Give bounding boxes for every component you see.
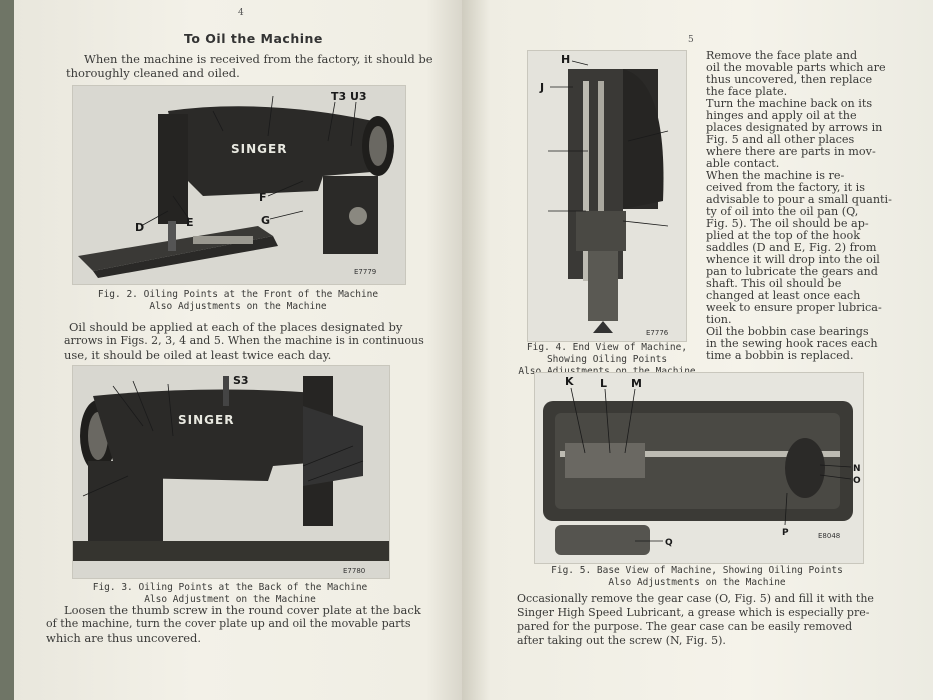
- fig3-photo: SINGER S3 E7780: [72, 365, 390, 579]
- caption-line: Fig. 4. End View of Machine,: [526, 342, 688, 353]
- column-line: time a bobbin is replaced.: [706, 349, 854, 362]
- column-line: hinges and apply oil at the: [706, 109, 857, 122]
- label-l: L: [600, 377, 607, 390]
- intro-line: thoroughly cleaned and oiled.: [66, 66, 240, 80]
- label-k: K: [565, 375, 574, 388]
- label-j: J: [539, 81, 544, 94]
- page-number-5: 5: [688, 35, 694, 45]
- fig2-caption: Fig. 2. Oiling Points at the Front of th…: [72, 289, 404, 313]
- fig2-code: E7779: [354, 268, 376, 276]
- label-f: F: [259, 191, 267, 204]
- caption-line: Showing Oiling Points: [546, 354, 668, 365]
- fig4-photo: H J E7776: [527, 50, 687, 342]
- fig5-code: E8048: [818, 532, 840, 540]
- column-line: thus uncovered, then replace: [706, 73, 873, 86]
- fig2-photo: SINGER T3 U3 F G D E E7779: [72, 85, 406, 285]
- fig5-photo: K L M N O P Q E8048: [534, 372, 864, 564]
- label-h: H: [561, 53, 570, 66]
- caption-line: Also Adjustments on the Machine: [518, 366, 695, 377]
- column-line: changed at least once each: [706, 289, 861, 302]
- text-line: Singer High Speed Lubricant, a grease wh…: [517, 606, 870, 619]
- text-line: Occasionally remove the gear case (O, Fi…: [517, 592, 874, 605]
- column-line: the face plate.: [706, 85, 788, 98]
- column-line: able contact.: [706, 157, 780, 170]
- label-d: D: [135, 221, 144, 234]
- column-line: in the sewing hook races each: [706, 337, 878, 350]
- column-line: plied at the top of the hook: [706, 229, 860, 242]
- text-line: use, it should be oiled at least twice e…: [64, 348, 332, 362]
- column-line: whence it will drop into the oil: [706, 253, 880, 266]
- column-line: Remove the face plate and: [706, 49, 858, 62]
- label-s3: S3: [233, 374, 249, 387]
- page-title: To Oil the Machine: [184, 31, 323, 46]
- fig3-caption: Fig. 3. Oiling Points at the Back of the…: [72, 582, 388, 606]
- caption-line: Also Adjustments on the Machine: [608, 577, 786, 588]
- text-line: Loosen the thumb screw in the round cove…: [64, 603, 421, 617]
- fig3-code: E7780: [343, 567, 365, 575]
- label-e: E: [186, 216, 194, 229]
- label-m: M: [631, 377, 642, 390]
- column-line: Turn the machine back on its: [706, 97, 873, 110]
- column-line: ceived from the factory, it is: [706, 181, 865, 194]
- column-line: week to ensure proper lubrica-: [706, 301, 882, 314]
- text-line: arrows in Figs. 2, 3, 4 and 5. When the …: [64, 334, 424, 347]
- label-q: Q: [665, 538, 673, 548]
- intro-line: When the machine is received from the fa…: [84, 52, 433, 66]
- text-line: of the machine, turn the cover plate up …: [46, 617, 411, 630]
- label-g: G: [261, 214, 270, 227]
- column-line: saddles (D and E, Fig. 2) from: [706, 241, 877, 254]
- column-line: advisable to pour a small quanti-: [706, 193, 892, 206]
- label-n: N: [853, 464, 861, 474]
- caption-line: Also Adjustments on the Machine: [149, 301, 327, 312]
- fig2-brand: SINGER: [231, 142, 287, 156]
- caption-line: Fig. 3. Oiling Points at the Back of the…: [92, 582, 368, 593]
- column-line: where there are parts in mov-: [706, 145, 876, 158]
- label-t3: T3: [331, 90, 346, 103]
- right-page: 5 H J E7776 Fig. 4. End View of Machine,…: [462, 0, 933, 700]
- caption-line: Fig. 5. Base View of Machine, Showing Oi…: [551, 565, 843, 576]
- fig4-code: E7776: [646, 329, 669, 337]
- fig4-caption: Fig. 4. End View of Machine, Showing Oil…: [517, 342, 697, 378]
- fig5-caption: Fig. 5. Base View of Machine, Showing Oi…: [522, 565, 872, 589]
- text-line: pared for the purpose. The gear case can…: [517, 620, 853, 633]
- column-line: places designated by arrows in: [706, 121, 883, 134]
- label-o: O: [853, 476, 861, 486]
- text-line: after taking out the screw (N, Fig. 5).: [517, 634, 726, 647]
- label-p: P: [782, 528, 789, 538]
- caption-line: Fig. 2. Oiling Points at the Front of th…: [97, 289, 379, 300]
- label-u3: U3: [350, 90, 367, 103]
- column-line: Fig. 5 and all other places: [706, 133, 855, 146]
- text-line: which are thus uncovered.: [46, 631, 202, 645]
- column-line: Fig. 5). The oil should be ap-: [706, 217, 869, 230]
- text-line: Oil should be applied at each of the pla…: [69, 320, 403, 334]
- column-line: Oil the bobbin case bearings: [706, 325, 869, 338]
- column-line: When the machine is re-: [706, 169, 845, 182]
- left-page: 4 To Oil the Machine When the machine is…: [14, 0, 462, 700]
- column-line: tion.: [706, 313, 732, 326]
- page-number-4: 4: [238, 8, 244, 18]
- fig3-brand: SINGER: [178, 413, 234, 427]
- column-line: shaft. This oil should be: [706, 277, 842, 290]
- column-line: oil the movable parts which are: [706, 61, 886, 74]
- column-line: ty of oil into the oil pan (Q,: [706, 205, 859, 218]
- column-line: pan to lubricate the gears and: [706, 265, 878, 278]
- caption-line: Also Adjustment on the Machine: [144, 594, 316, 605]
